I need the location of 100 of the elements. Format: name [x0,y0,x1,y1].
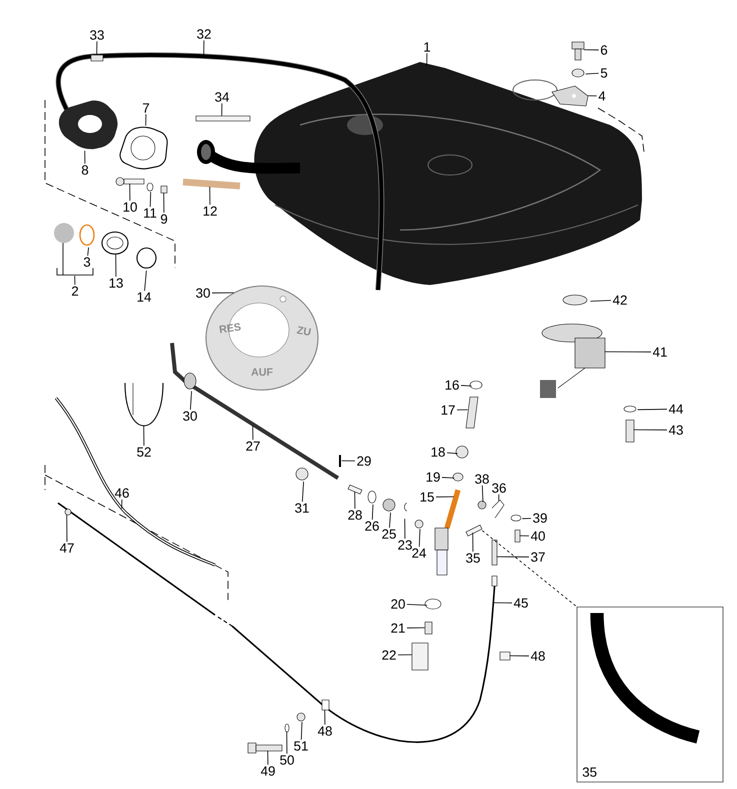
part-drawing [478,500,486,510]
part-drawing [562,294,588,306]
leader-line [460,385,472,386]
leader-line [587,95,598,96]
leader-line [436,496,454,498]
leader-line [115,253,116,278]
leader-line [398,654,412,656]
callout-number: 18 [432,447,445,457]
leader-line [121,498,122,510]
leader-line [519,535,530,536]
leader-line [406,604,428,606]
part-drawing [54,397,216,566]
leader-line [143,425,144,446]
part-drawing [492,540,498,566]
leader-line [341,460,356,462]
leader-line [426,52,428,66]
callout-number: 49 [260,766,275,776]
leader-line [446,452,458,454]
callout-number: 44 [668,404,684,414]
callout-number: 30 [183,411,197,421]
leader-line [604,351,652,352]
callout-number: 42 [612,295,627,305]
part-drawing [510,514,522,522]
part-drawing [368,490,376,504]
callout-number: 1 [424,42,430,52]
leader-line [522,518,532,520]
callout-number: 39 [533,513,547,523]
leader-line [493,602,512,604]
leader-line [633,429,668,430]
leader-line [212,292,234,294]
callout-number: 38 [475,474,489,484]
leader-line [74,275,76,286]
callout-number: 37 [531,552,545,562]
callout-number: 23 [398,540,412,550]
part-drawing [414,520,424,528]
callout-number: 33 [90,30,104,40]
callout-number: 2 [72,286,78,296]
callout-number: 6 [600,45,608,55]
callout-number: 51 [294,741,308,751]
part-drawing [218,576,498,743]
part-drawing [170,342,340,480]
callout-number: 45 [514,598,528,608]
leader-line [267,750,268,766]
callout-number: 43 [668,425,683,435]
part-drawing [124,382,164,426]
callout-number: 47 [60,543,74,553]
callout-number: 15 [420,492,434,502]
leader-line [442,477,455,478]
leader-line [145,114,146,126]
stamped-text: ZU [296,326,311,336]
callout-number: 24 [412,548,426,558]
leader-line [404,518,406,540]
leader-line [590,300,612,302]
leader-line [583,49,600,50]
dotted-line [482,530,577,607]
part-drawing [540,324,606,398]
leader-line [300,722,302,740]
part-drawing [470,380,482,390]
callout-number: 19 [426,472,440,482]
callout-number: 36 [492,483,506,493]
callout-number: 4 [598,91,606,101]
callout-number: 14 [138,292,152,302]
part-drawing [382,498,396,512]
leader-line [302,481,304,502]
part-drawing [452,472,464,482]
inset-box: 35 [576,606,724,782]
leader-line [221,102,222,116]
leader-line [203,40,204,56]
leader-line [389,512,391,528]
leader-line [87,247,89,256]
stamped-text: RES [219,323,241,334]
leader-line [144,270,147,292]
stamped-text: AUF [251,368,273,376]
part-drawing [456,446,468,458]
part-drawing [572,68,584,78]
callout-number: 5 [600,68,608,78]
part-drawing [514,530,520,542]
leader-line [498,494,500,502]
part-drawing [434,489,461,576]
leader-line [637,408,668,410]
part-drawing [254,62,642,285]
leader-line [66,514,68,542]
callout-number: 17 [442,405,455,415]
part-drawing [58,502,216,616]
leader-line [585,72,600,74]
part-drawing [492,500,504,518]
leader-line [496,556,530,558]
leader-line [84,150,86,164]
leader-line [324,709,326,726]
leader-line [472,532,474,552]
callout-number: 41 [652,347,667,357]
part-drawing [404,502,408,512]
leader-line [482,484,484,502]
callout-number: 32 [197,29,211,39]
part-drawing [626,420,634,442]
callout-number: 25 [382,529,396,539]
part-drawing [466,524,482,536]
leader-line [418,528,420,548]
leader-line [509,655,530,656]
callout-number: 28 [348,510,362,520]
